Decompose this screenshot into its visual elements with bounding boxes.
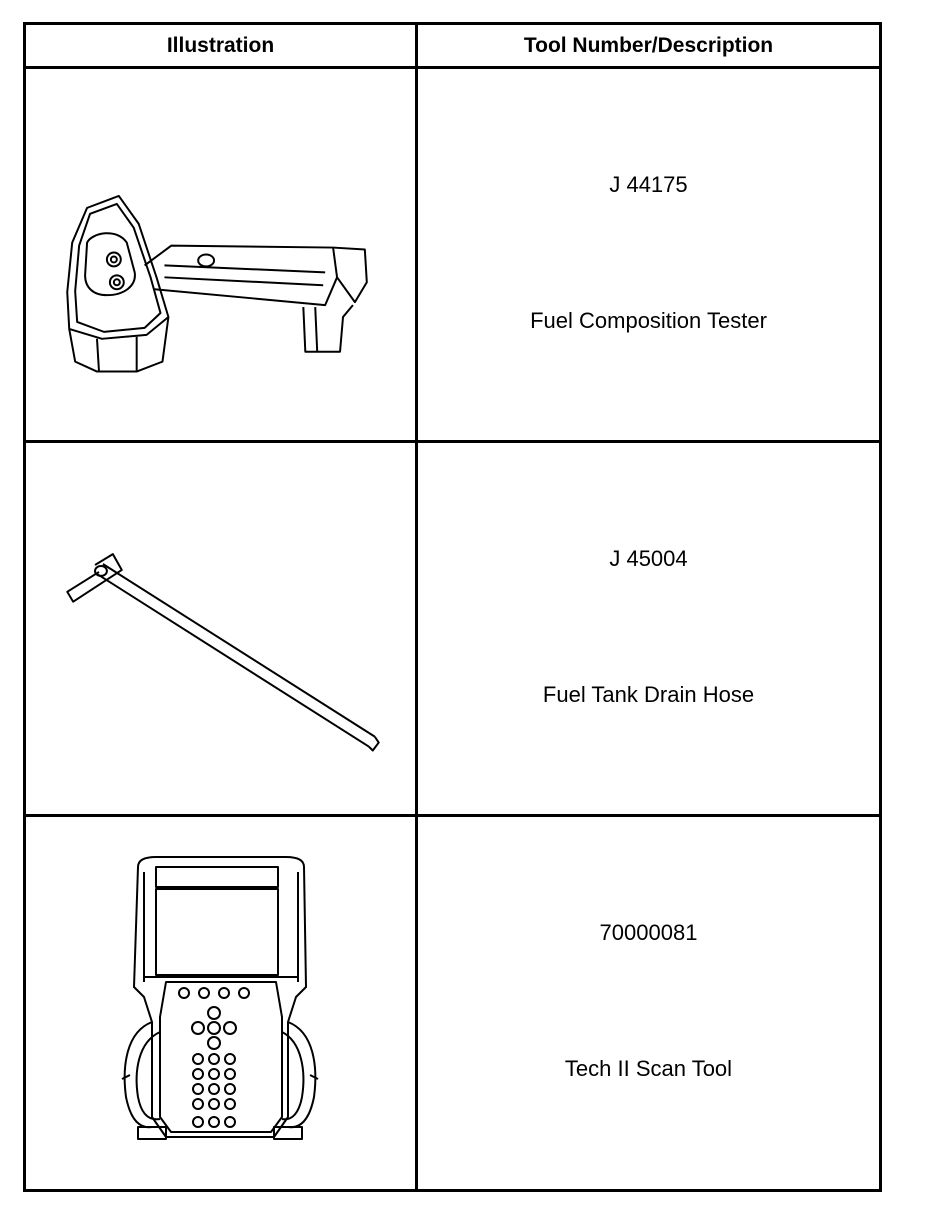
tool-number: J 45004 — [609, 546, 688, 571]
tool-name: Fuel Tank Drain Hose — [542, 682, 755, 707]
table-row: 70000081 Tech II Scan Tool — [26, 817, 879, 1189]
tool-description-cell: 70000081 Tech II Scan Tool — [418, 817, 879, 1189]
table-header: Illustration Tool Number/Description — [26, 25, 879, 69]
tool-table: Illustration Tool Number/Description — [23, 22, 882, 1192]
tool-name: Tech II Scan Tool — [564, 1056, 733, 1081]
table-row: J 44175 Fuel Composition Tester — [26, 69, 879, 443]
header-tool-description: Tool Number/Description — [523, 33, 774, 57]
tool-description-cell: J 44175 Fuel Composition Tester — [418, 69, 879, 440]
tool-number: 70000081 — [599, 920, 698, 945]
tool-name: Fuel Composition Tester — [530, 308, 767, 333]
fuel-composition-tester-illustration — [26, 69, 415, 440]
tool-number: J 44175 — [609, 172, 688, 197]
tech-ii-scan-tool-illustration — [26, 817, 415, 1189]
header-illustration: Illustration — [166, 33, 275, 57]
column-divider — [415, 25, 418, 1189]
tool-description-cell: J 45004 Fuel Tank Drain Hose — [418, 443, 879, 814]
fuel-tank-drain-hose-illustration — [26, 443, 415, 814]
table-row: J 45004 Fuel Tank Drain Hose — [26, 443, 879, 817]
